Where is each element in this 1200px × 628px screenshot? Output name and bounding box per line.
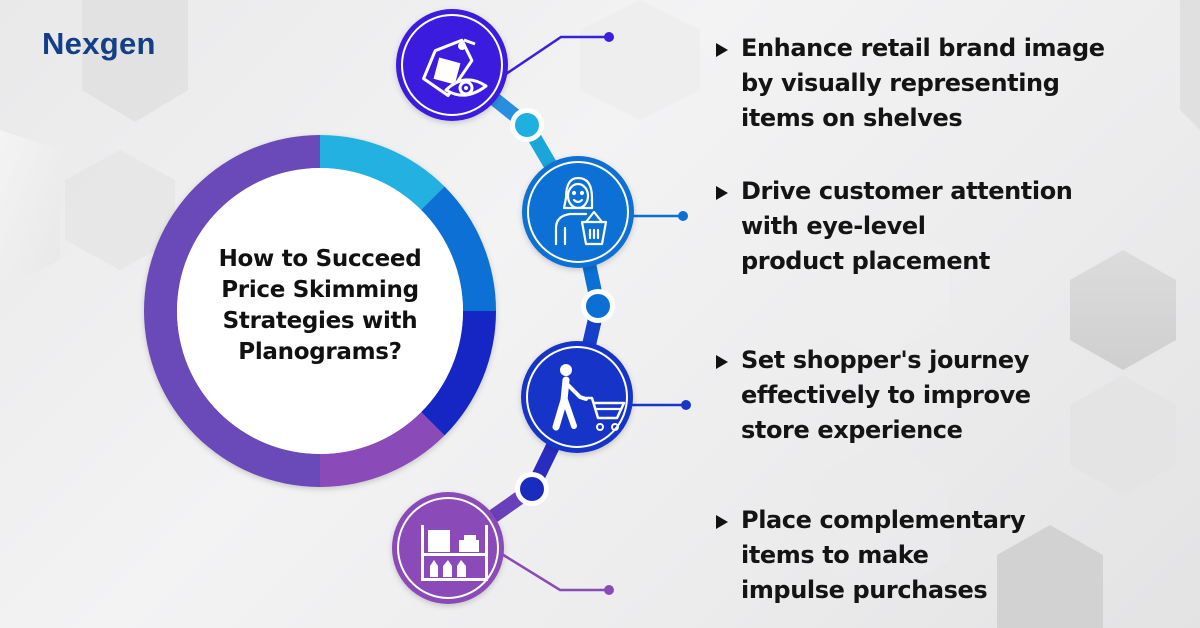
node-shopper-cart xyxy=(521,341,633,453)
point-1: Enhance retail brand image by visually r… xyxy=(716,31,1156,136)
point-2: Drive customer attention with eye-level … xyxy=(716,174,1156,279)
bullet-arrow-icon xyxy=(716,186,728,200)
brand-logo: Nexgen xyxy=(42,26,156,61)
bullet-arrow-icon xyxy=(716,355,728,369)
point-2-text: Drive customer attention with eye-level … xyxy=(741,177,1073,275)
bullet-arrow-icon xyxy=(716,515,728,529)
junction-dots xyxy=(510,108,615,506)
person-pushing-cart-icon xyxy=(552,364,626,431)
node-woman-basket xyxy=(522,156,634,268)
point-4-text: Place complementary items to make impuls… xyxy=(741,506,1026,604)
point-4: Place complementary items to make impuls… xyxy=(716,503,1156,608)
store-shelf-icon xyxy=(421,525,488,581)
point-3-text: Set shopper's journey effectively to imp… xyxy=(741,346,1031,444)
leader-lines xyxy=(491,32,691,595)
point-3: Set shopper's journey effectively to imp… xyxy=(716,343,1156,448)
bullet-arrow-icon xyxy=(716,43,728,57)
woman-with-basket-icon xyxy=(554,176,608,246)
page-title: How to Succeed Price Skimming Strategies… xyxy=(218,246,422,365)
donut-ring xyxy=(144,134,497,488)
title-disc xyxy=(177,168,463,454)
price-tag-eye-icon xyxy=(422,38,488,98)
point-1-text: Enhance retail brand image by visually r… xyxy=(741,34,1105,132)
